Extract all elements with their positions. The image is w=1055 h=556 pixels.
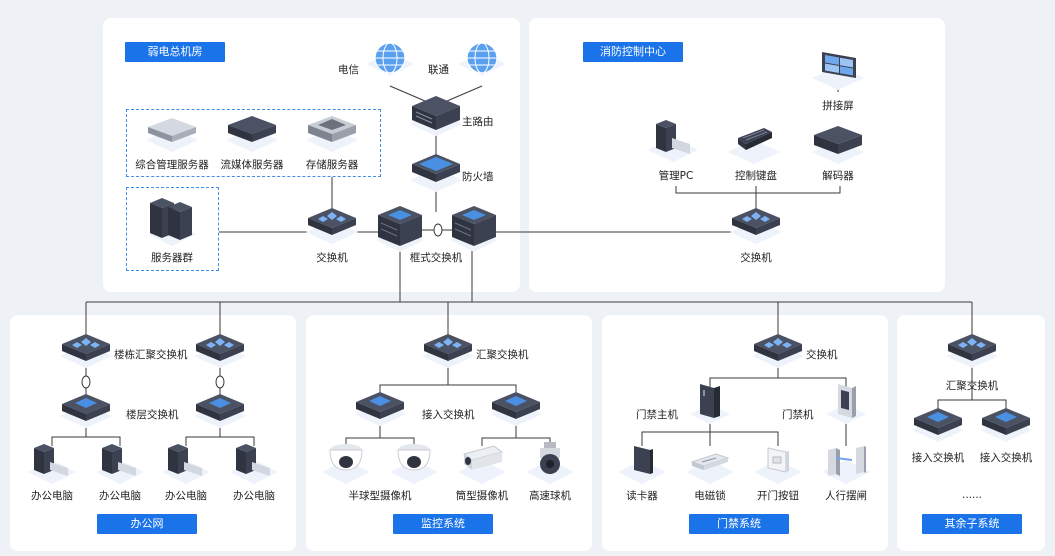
label-decoder: 解码器 — [822, 170, 854, 182]
label-office-pc-4: 办公电脑 — [233, 490, 275, 502]
label-exit-button: 开门按钮 — [757, 490, 799, 502]
floor-switch-2-icon — [194, 390, 246, 430]
building-switch-2-icon — [194, 330, 246, 370]
label-mgmt-server: 综合管理服务器 — [135, 159, 209, 171]
label-telecom: 电信 — [338, 64, 359, 76]
dome-camera-2-icon — [390, 440, 438, 484]
door-switch-icon — [752, 330, 804, 370]
label-server-group: 服务器群 — [151, 252, 193, 264]
section-tag-monitor: 监控系统 — [393, 514, 493, 534]
label-building-switch: 楼栋汇聚交换机 — [114, 349, 188, 361]
label-door-switch: 交换机 — [806, 349, 838, 361]
ctrl-keyboard-icon — [728, 122, 780, 164]
label-office-pc-1: 办公电脑 — [31, 490, 73, 502]
label-other-access-switch-1: 接入交换机 — [911, 452, 965, 464]
firewall-icon — [410, 152, 462, 194]
label-other-agg-switch: 汇聚交换机 — [945, 380, 999, 392]
label-room-switch: 交换机 — [316, 252, 348, 264]
section-tag-other: 其余子系统 — [922, 514, 1022, 534]
section-tag-weak-room: 弱电总机房 — [125, 42, 225, 62]
floor-switch-1-icon — [60, 390, 112, 430]
mgmt-pc-icon — [648, 116, 698, 164]
label-storage-server: 存储服务器 — [305, 159, 359, 171]
label-main-router: 主路由 — [462, 116, 494, 128]
room-switch-icon — [306, 204, 358, 246]
label-dome-camera: 半球型摄像机 — [348, 490, 412, 502]
office-pc-3-icon — [162, 440, 210, 484]
monitor-agg-switch-icon — [422, 330, 474, 370]
label-turnstile: 人行摆闸 — [825, 490, 867, 502]
server-cluster-box — [126, 187, 219, 271]
chassis-switch-left-icon — [376, 204, 424, 254]
speed-dome-icon — [526, 440, 574, 484]
bullet-camera-icon — [458, 440, 506, 484]
label-ellipsis: ...... — [961, 489, 983, 501]
label-chassis-switch: 框式交换机 — [409, 252, 463, 264]
office-pc-2-icon — [96, 440, 144, 484]
label-unicom: 联通 — [428, 64, 449, 76]
card-reader-icon — [618, 440, 666, 484]
monitor-access-switch-2-icon — [490, 388, 542, 428]
chassis-switch-right-icon — [450, 204, 498, 254]
server-cluster-icon — [148, 194, 196, 246]
unicom-globe-icon — [456, 40, 508, 88]
label-firewall: 防火墙 — [462, 171, 494, 183]
label-monitor-access-switch: 接入交换机 — [422, 409, 475, 421]
label-door-machine: 门禁机 — [782, 409, 814, 421]
panel-office — [10, 315, 296, 551]
label-card-reader: 读卡器 — [626, 490, 658, 502]
door-host-icon — [690, 380, 730, 426]
label-fire-switch: 交换机 — [740, 252, 772, 264]
label-splice-screen: 拼接屏 — [822, 100, 854, 112]
exit-button-icon — [754, 440, 802, 484]
section-tag-fire-center: 消防控制中心 — [583, 42, 683, 62]
label-floor-switch: 楼层交换机 — [126, 409, 179, 421]
label-door-host: 门禁主机 — [636, 409, 678, 421]
building-switch-1-icon — [60, 330, 112, 370]
other-agg-switch-icon — [946, 330, 998, 370]
splice-screen-icon — [812, 46, 864, 90]
decoder-icon — [812, 122, 864, 164]
main-router-icon — [410, 94, 462, 138]
panel-weak-room — [103, 18, 520, 292]
fire-switch-icon — [730, 204, 782, 246]
office-pc-4-icon — [230, 440, 278, 484]
label-ctrl-keyboard: 控制键盘 — [735, 170, 777, 182]
office-pc-1-icon — [28, 440, 76, 484]
label-mag-lock: 电磁锁 — [694, 490, 726, 502]
media-server-icon — [226, 112, 278, 152]
label-mgmt-pc: 管理PC — [658, 170, 694, 182]
section-tag-office: 办公网 — [97, 514, 197, 534]
other-access-switch-2-icon — [980, 404, 1032, 444]
label-office-pc-3: 办公电脑 — [165, 490, 207, 502]
label-other-access-switch-2: 接入交换机 — [979, 452, 1033, 464]
storage-server-icon — [306, 112, 358, 152]
other-access-switch-1-icon — [912, 404, 964, 444]
mgmt-server-icon — [146, 114, 198, 152]
section-tag-access: 门禁系统 — [689, 514, 789, 534]
label-monitor-agg-switch: 汇聚交换机 — [476, 349, 529, 361]
monitor-access-switch-1-icon — [354, 388, 406, 428]
label-media-server: 流媒体服务器 — [220, 159, 284, 171]
door-machine-icon — [826, 380, 866, 426]
label-speed-dome: 高速球机 — [529, 490, 571, 502]
telecom-globe-icon — [364, 40, 416, 88]
server-group-box — [126, 109, 381, 177]
label-bullet-camera: 筒型摄像机 — [455, 490, 509, 502]
label-office-pc-2: 办公电脑 — [99, 490, 141, 502]
turnstile-icon — [822, 438, 870, 484]
mag-lock-icon — [686, 440, 734, 484]
dome-camera-1-icon — [322, 440, 370, 484]
